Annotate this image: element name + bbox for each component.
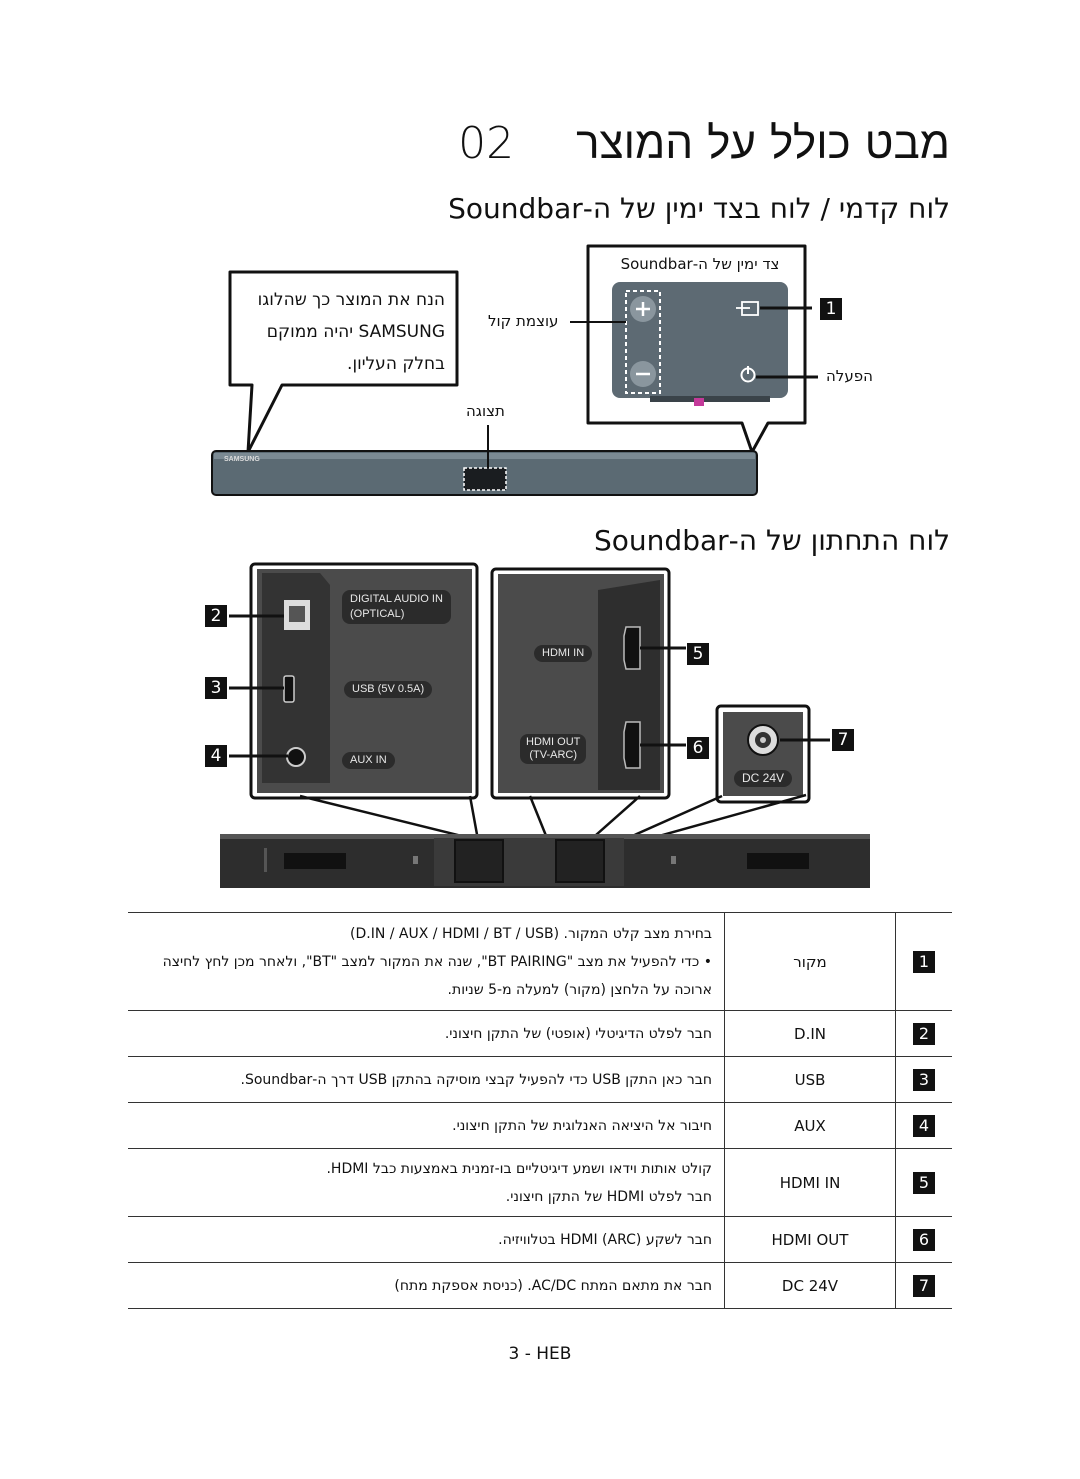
rear-panel-section-title: לוח התחתון של ה-Soundbar [594, 524, 950, 557]
description-line: ארוכה על הלחצן (מקור) למעלה מ-5 שניות. [447, 981, 712, 998]
chapter-heading: מבט כולל על המוצר 02 [458, 118, 950, 169]
description-line: חיבור אל היציאה האנלוגית של התקן חיצוני. [452, 1117, 712, 1134]
aux-in-label: AUX IN [342, 752, 395, 769]
description-line: בחירת מצב קלט המקור. (D.IN / AUX / HDMI … [350, 925, 712, 942]
row-name: AUX [724, 1102, 896, 1149]
description-line: חבר לשקע HDMI (ARC) בטלוויזיה. [498, 1231, 712, 1248]
callout-line-3: בחלק העליון. [347, 354, 445, 374]
row-number-cell: 7 [895, 1262, 952, 1309]
spec-table: בחירת מצב קלט המקור. (D.IN / AUX / HDMI … [128, 912, 952, 1309]
hdmi-out-label: HDMI OUT (TV-ARC) [520, 734, 587, 764]
description-line: חבר לפלט הדיגיטלי (אופטי) של התקן חיצוני… [444, 1025, 712, 1042]
row-number-cell: 6 [895, 1216, 952, 1263]
volume-label: עוצמת קול [488, 312, 559, 330]
callout-number-7: 7 [832, 729, 854, 751]
hdmi-out-text: HDMI OUT [526, 736, 581, 748]
row-number: 6 [913, 1228, 935, 1251]
row-number-cell: 5 [895, 1148, 952, 1217]
row-description: חבר את מתאם המתח AC/DC. (כניסת אספקת מתח… [128, 1262, 725, 1309]
samsung-logo: SAMSUNG [224, 456, 260, 463]
callout-line-2: SAMSUNG יהיה ממוקם [266, 322, 445, 342]
row-name: מקור [724, 912, 896, 1011]
callout-number-6: 6 [687, 737, 709, 759]
digital-audio-in-text: DIGITAL AUDIO IN [350, 593, 443, 605]
callout-number-4: 4 [205, 745, 227, 767]
row-description: קולט אותות וידאו ושמע דיגיטליים בו-זמנית… [128, 1148, 725, 1217]
row-description: בחירת מצב קלט המקור. (D.IN / AUX / HDMI … [128, 912, 725, 1011]
row-name: USB [724, 1056, 896, 1103]
optical-text: (OPTICAL) [350, 608, 405, 620]
table-row: חיבור אל היציאה האנלוגית של התקן חיצוני.… [128, 1102, 952, 1149]
row-name: DC 24V [724, 1262, 896, 1309]
front-panel-section-title: לוח קדמי / לוח בצד ימין של ה-Soundbar [448, 192, 950, 225]
description-line: חבר כאן התקן USB כדי להפעיל קבצי מוסיקה … [240, 1071, 712, 1088]
row-number: 1 [913, 950, 935, 973]
description-line: חבר לפלט HDMI של התקן חיצוני. [505, 1188, 712, 1205]
row-name: D.IN [724, 1010, 896, 1057]
dc-24v-label: DC 24V [734, 770, 793, 787]
front-diagram [211, 244, 818, 496]
row-description: חבר לשקע HDMI (ARC) בטלוויזיה. [128, 1216, 725, 1263]
row-number: 7 [913, 1274, 935, 1297]
table-row: חבר כאן התקן USB כדי להפעיל קבצי מוסיקה … [128, 1056, 952, 1103]
row-name: HDMI OUT [724, 1216, 896, 1263]
row-number-cell: 3 [895, 1056, 952, 1103]
chapter-number: 02 [458, 118, 515, 169]
table-body: בחירת מצב קלט המקור. (D.IN / AUX / HDMI … [128, 912, 952, 1309]
table-row: חבר לשקע HDMI (ARC) בטלוויזיה. HDMI OUT 6 [128, 1216, 952, 1263]
row-number: 3 [913, 1068, 935, 1091]
usb-port-label: USB (5V 0.5A) [344, 681, 433, 698]
callout-number-2: 2 [205, 605, 227, 627]
row-description: חבר כאן התקן USB כדי להפעיל קבצי מוסיקה … [128, 1056, 725, 1103]
row-number: 2 [913, 1022, 935, 1045]
row-name: HDMI IN [724, 1148, 896, 1217]
row-number: 5 [913, 1171, 935, 1194]
row-number-cell: 1 [895, 912, 952, 1011]
right-side-label: צד ימין של ה-Soundbar [620, 255, 780, 273]
placement-callout: הנח את המוצר כך שהלוגו SAMSUNG יהיה ממוק… [240, 284, 445, 380]
row-number-cell: 4 [895, 1102, 952, 1149]
table-row: חבר את מתאם המתח AC/DC. (כניסת אספקת מתח… [128, 1262, 952, 1309]
description-line: חבר את מתאם המתח AC/DC. (כניסת אספקת מתח… [394, 1277, 712, 1294]
digital-audio-in-label: DIGITAL AUDIO IN (OPTICAL) [342, 590, 451, 624]
rear-diagram [220, 562, 870, 888]
display-label: תצוגה [466, 402, 505, 420]
table-row: בחירת מצב קלט המקור. (D.IN / AUX / HDMI … [128, 912, 952, 1011]
callout-number-3: 3 [205, 677, 227, 699]
description-line: • כדי להפעיל את מצב "BT PAIRING", שנה את… [162, 953, 712, 970]
row-number-cell: 2 [895, 1010, 952, 1057]
callout-number-5: 5 [687, 643, 709, 665]
table-row: קולט אותות וידאו ושמע דיגיטליים בו-זמנית… [128, 1148, 952, 1217]
row-description: חבר לפלט הדיגיטלי (אופטי) של התקן חיצוני… [128, 1010, 725, 1057]
row-description: חיבור אל היציאה האנלוגית של התקן חיצוני. [128, 1102, 725, 1149]
callout-line-1: הנח את המוצר כך שהלוגו [257, 290, 445, 310]
page-footer: 3 - HEB [508, 1344, 572, 1364]
hdmi-in-label: HDMI IN [534, 645, 593, 662]
chapter-title: מבט כולל על המוצר [576, 118, 950, 169]
row-number: 4 [913, 1114, 935, 1137]
tv-arc-text: (TV-ARC) [529, 749, 578, 761]
description-line: קולט אותות וידאו ושמע דיגיטליים בו-זמנית… [326, 1160, 712, 1177]
callout-number-1: 1 [820, 298, 842, 320]
table-row: חבר לפלט הדיגיטלי (אופטי) של התקן חיצוני… [128, 1010, 952, 1057]
power-label: הפעלה [826, 367, 873, 385]
